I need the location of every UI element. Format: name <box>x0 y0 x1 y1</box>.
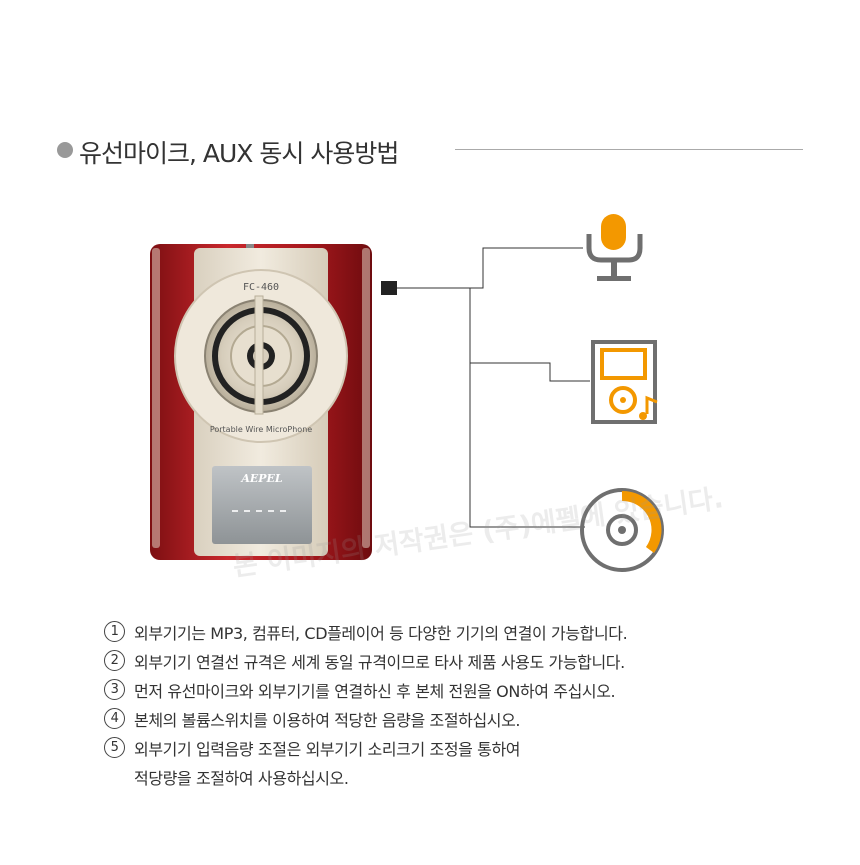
connection-diagram <box>381 214 664 572</box>
list-item: 4 본체의 볼륨스위치를 이용하여 적당한 음량을 조절하십시오. <box>104 705 804 734</box>
step-number: 1 <box>104 621 125 642</box>
input-jack <box>381 281 397 295</box>
list-item: 5 외부기기 입력음량 조절은 외부기기 소리크기 조정을 통하여 <box>104 734 804 763</box>
step-number: 2 <box>104 650 125 671</box>
list-item: 2 외부기기 연결선 규격은 세계 동일 규격이므로 타사 제품 사용도 가능합… <box>104 647 804 676</box>
note-text: 외부기기는 MP3, 컴퓨터, CD플레이어 등 다양한 기기의 연결이 가능합… <box>134 624 628 643</box>
cd-icon <box>580 488 664 572</box>
note-text: 본체의 볼륨스위치를 이용하여 적당한 음량을 조절하십시오. <box>134 711 521 730</box>
product-subtitle: Portable Wire MicroPhone <box>210 425 312 434</box>
bullet-icon <box>57 142 73 158</box>
list-item: 1 외부기기는 MP3, 컴퓨터, CD플레이어 등 다양한 기기의 연결이 가… <box>104 618 804 647</box>
step-number: 5 <box>104 737 125 758</box>
heading-divider <box>455 149 803 150</box>
microphone-icon <box>586 214 643 281</box>
section-heading: 유선마이크, AUX 동시 사용방법 <box>55 130 805 170</box>
note-text: 외부기기 연결선 규격은 세계 동일 규격이므로 타사 제품 사용도 가능합니다… <box>134 653 625 672</box>
note-text: 먼저 유선마이크와 외부기기를 연결하신 후 본체 전원을 ON하여 주십시오. <box>134 682 616 701</box>
usage-notes: 1 외부기기는 MP3, 컴퓨터, CD플레이어 등 다양한 기기의 연결이 가… <box>104 618 804 792</box>
note-text: 외부기기 입력음량 조절은 외부기기 소리크기 조정을 통하여 <box>134 740 521 759</box>
model-label: FC-460 <box>243 282 279 293</box>
speaker-device-image: FC-460 Portable Wire MicroPhone AEPEL <box>150 244 372 560</box>
step-number: 3 <box>104 679 125 700</box>
list-item-continuation: 적당량을 조절하여 사용하십시오. <box>104 763 804 792</box>
page-title: 유선마이크, AUX 동시 사용방법 <box>79 139 399 168</box>
step-number: 4 <box>104 708 125 729</box>
brand-logo: AEPEL <box>240 472 283 485</box>
note-text: 적당량을 조절하여 사용하십시오. <box>134 769 349 788</box>
list-item: 3 먼저 유선마이크와 외부기기를 연결하신 후 본체 전원을 ON하여 주십시… <box>104 676 804 705</box>
mp3-player-icon <box>591 340 658 424</box>
